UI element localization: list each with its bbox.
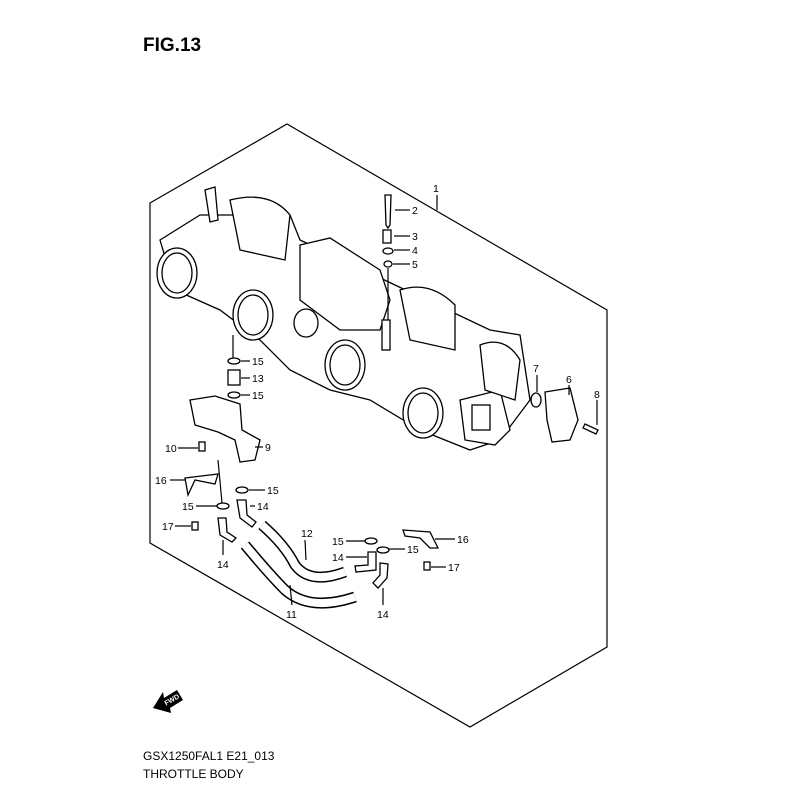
o-ring-7[interactable]: [530, 392, 542, 408]
sensor-screw[interactable]: [582, 423, 599, 435]
model-code: GSX1250FAL1 E21_013: [143, 749, 275, 763]
callout-12: 12: [301, 528, 313, 540]
joint-13[interactable]: [227, 369, 241, 386]
callout-2: 2: [412, 205, 418, 217]
throttle-position-sensor[interactable]: [544, 387, 579, 443]
callout-15: 15: [332, 536, 344, 548]
callout-17: 17: [162, 521, 174, 533]
callout-14: 14: [377, 609, 389, 621]
callout-5: 5: [412, 259, 418, 271]
callout-4: 4: [412, 245, 418, 257]
callout-14: 14: [257, 501, 269, 513]
callout-8: 8: [594, 389, 600, 401]
callout-3: 3: [412, 231, 418, 243]
callout-6: 6: [566, 374, 572, 386]
callout-15: 15: [182, 501, 194, 513]
leader-lines: [170, 195, 598, 606]
hose-11[interactable]: [240, 541, 357, 609]
washer[interactable]: [382, 247, 394, 255]
hose-12[interactable]: [258, 520, 347, 583]
callout-15: 15: [407, 544, 419, 556]
figure-title: FIG.13: [143, 35, 202, 56]
callout-15: 15: [252, 390, 264, 402]
forward-arrow-icon: FWD: [153, 690, 183, 713]
callout-11: 11: [286, 609, 297, 621]
callout-labels: 1 2 3 4 5 6 7 8 9 10 11 12 13 14 14 14 1…: [155, 183, 600, 621]
o-ring-15a[interactable]: [227, 357, 241, 365]
assembly-frame: [149, 123, 608, 728]
callout-13: 13: [252, 373, 264, 385]
o-ring-15b[interactable]: [227, 391, 241, 399]
callout-15: 15: [252, 356, 264, 368]
throttle-body-assembly[interactable]: [156, 186, 531, 451]
bolt-17-right[interactable]: [423, 561, 431, 571]
bypass-valve-9[interactable]: [189, 395, 261, 463]
o-ring-5[interactable]: [383, 260, 393, 268]
callout-16: 16: [155, 475, 167, 487]
o-ring-15f[interactable]: [376, 546, 390, 554]
bolt-17-left[interactable]: [191, 521, 199, 531]
callout-14: 14: [332, 552, 344, 564]
adjust-screw[interactable]: [384, 194, 392, 230]
callout-9: 9: [265, 442, 271, 454]
callout-10: 10: [165, 443, 177, 455]
bracket-16-left[interactable]: [184, 473, 219, 498]
callout-7: 7: [533, 363, 539, 375]
joint-14b[interactable]: [217, 517, 238, 543]
joint-14d[interactable]: [372, 562, 389, 589]
o-ring-15e[interactable]: [364, 537, 378, 545]
callout-14: 14: [217, 559, 229, 571]
callout-15: 15: [267, 485, 279, 497]
joint-14a[interactable]: [236, 499, 257, 528]
callout-1: 1: [433, 183, 439, 195]
bolt-10[interactable]: [198, 441, 206, 452]
callout-17: 17: [448, 562, 460, 574]
bracket-16-right[interactable]: [402, 529, 440, 549]
diagram-caption: THROTTLE BODY: [143, 767, 244, 781]
joint-14c[interactable]: [354, 551, 377, 573]
o-ring-15d[interactable]: [216, 502, 230, 510]
o-ring-15c[interactable]: [235, 486, 249, 494]
spring[interactable]: [382, 229, 392, 244]
callout-16: 16: [457, 534, 469, 546]
